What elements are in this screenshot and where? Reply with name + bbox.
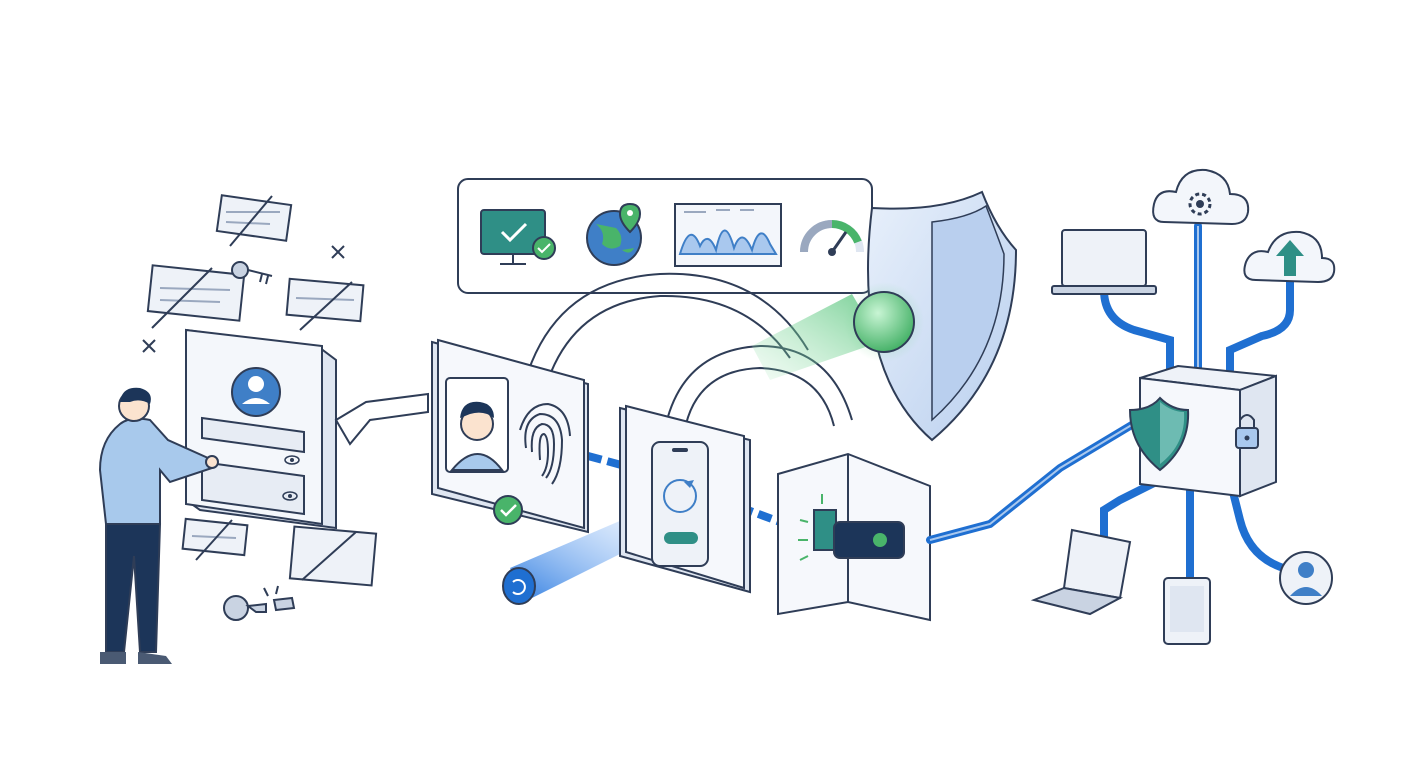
user-avatar-icon <box>231 367 281 417</box>
biometric-panel <box>431 338 589 534</box>
padlock-icon <box>1235 414 1259 449</box>
monitor-check-icon <box>480 209 556 265</box>
phone-panel <box>619 404 751 594</box>
shield-icon <box>1128 396 1190 472</box>
crossed-card-bottom-left <box>181 517 249 561</box>
username-field[interactable] <box>201 416 305 465</box>
cloud-upload-icon <box>1243 230 1336 284</box>
activity-chart-icon <box>674 203 782 267</box>
password-field[interactable] <box>201 460 305 516</box>
green-orb <box>844 282 924 362</box>
laptop-icon <box>1030 528 1132 616</box>
laptop-icon <box>1051 229 1157 295</box>
crossed-card-top <box>215 194 293 247</box>
globe-location-icon <box>586 202 642 266</box>
tablet-icon <box>1163 577 1211 645</box>
crossed-card-bottom-right <box>288 525 378 587</box>
fingerprint-icon <box>519 402 571 485</box>
pipes-right-highlight <box>929 226 1199 541</box>
crossed-card-left <box>146 264 246 329</box>
context-panel <box>457 178 873 294</box>
phone-sync-icon <box>651 441 709 567</box>
torn-connector <box>334 392 429 446</box>
face-id-icon <box>445 377 509 473</box>
gauge-icon <box>800 220 864 256</box>
secure-hub-cube-icon <box>1128 364 1277 498</box>
check-badge-icon <box>493 495 523 525</box>
key-icon <box>231 261 273 285</box>
x-mark-icon <box>142 245 345 353</box>
login-panel <box>185 328 337 530</box>
broken-key-icon <box>223 585 296 621</box>
crossed-card-right <box>285 277 365 331</box>
cloud-gear-icon <box>1152 168 1250 226</box>
eye-icon[interactable] <box>284 455 300 465</box>
eye-icon[interactable] <box>282 491 298 501</box>
usb-security-key-icon <box>798 494 905 561</box>
crossed-out-cards <box>146 194 378 587</box>
person-pointing-icon <box>98 387 219 664</box>
usb-panel <box>777 452 931 622</box>
shield-icon <box>867 190 1018 442</box>
user-circle-icon <box>1279 551 1333 605</box>
